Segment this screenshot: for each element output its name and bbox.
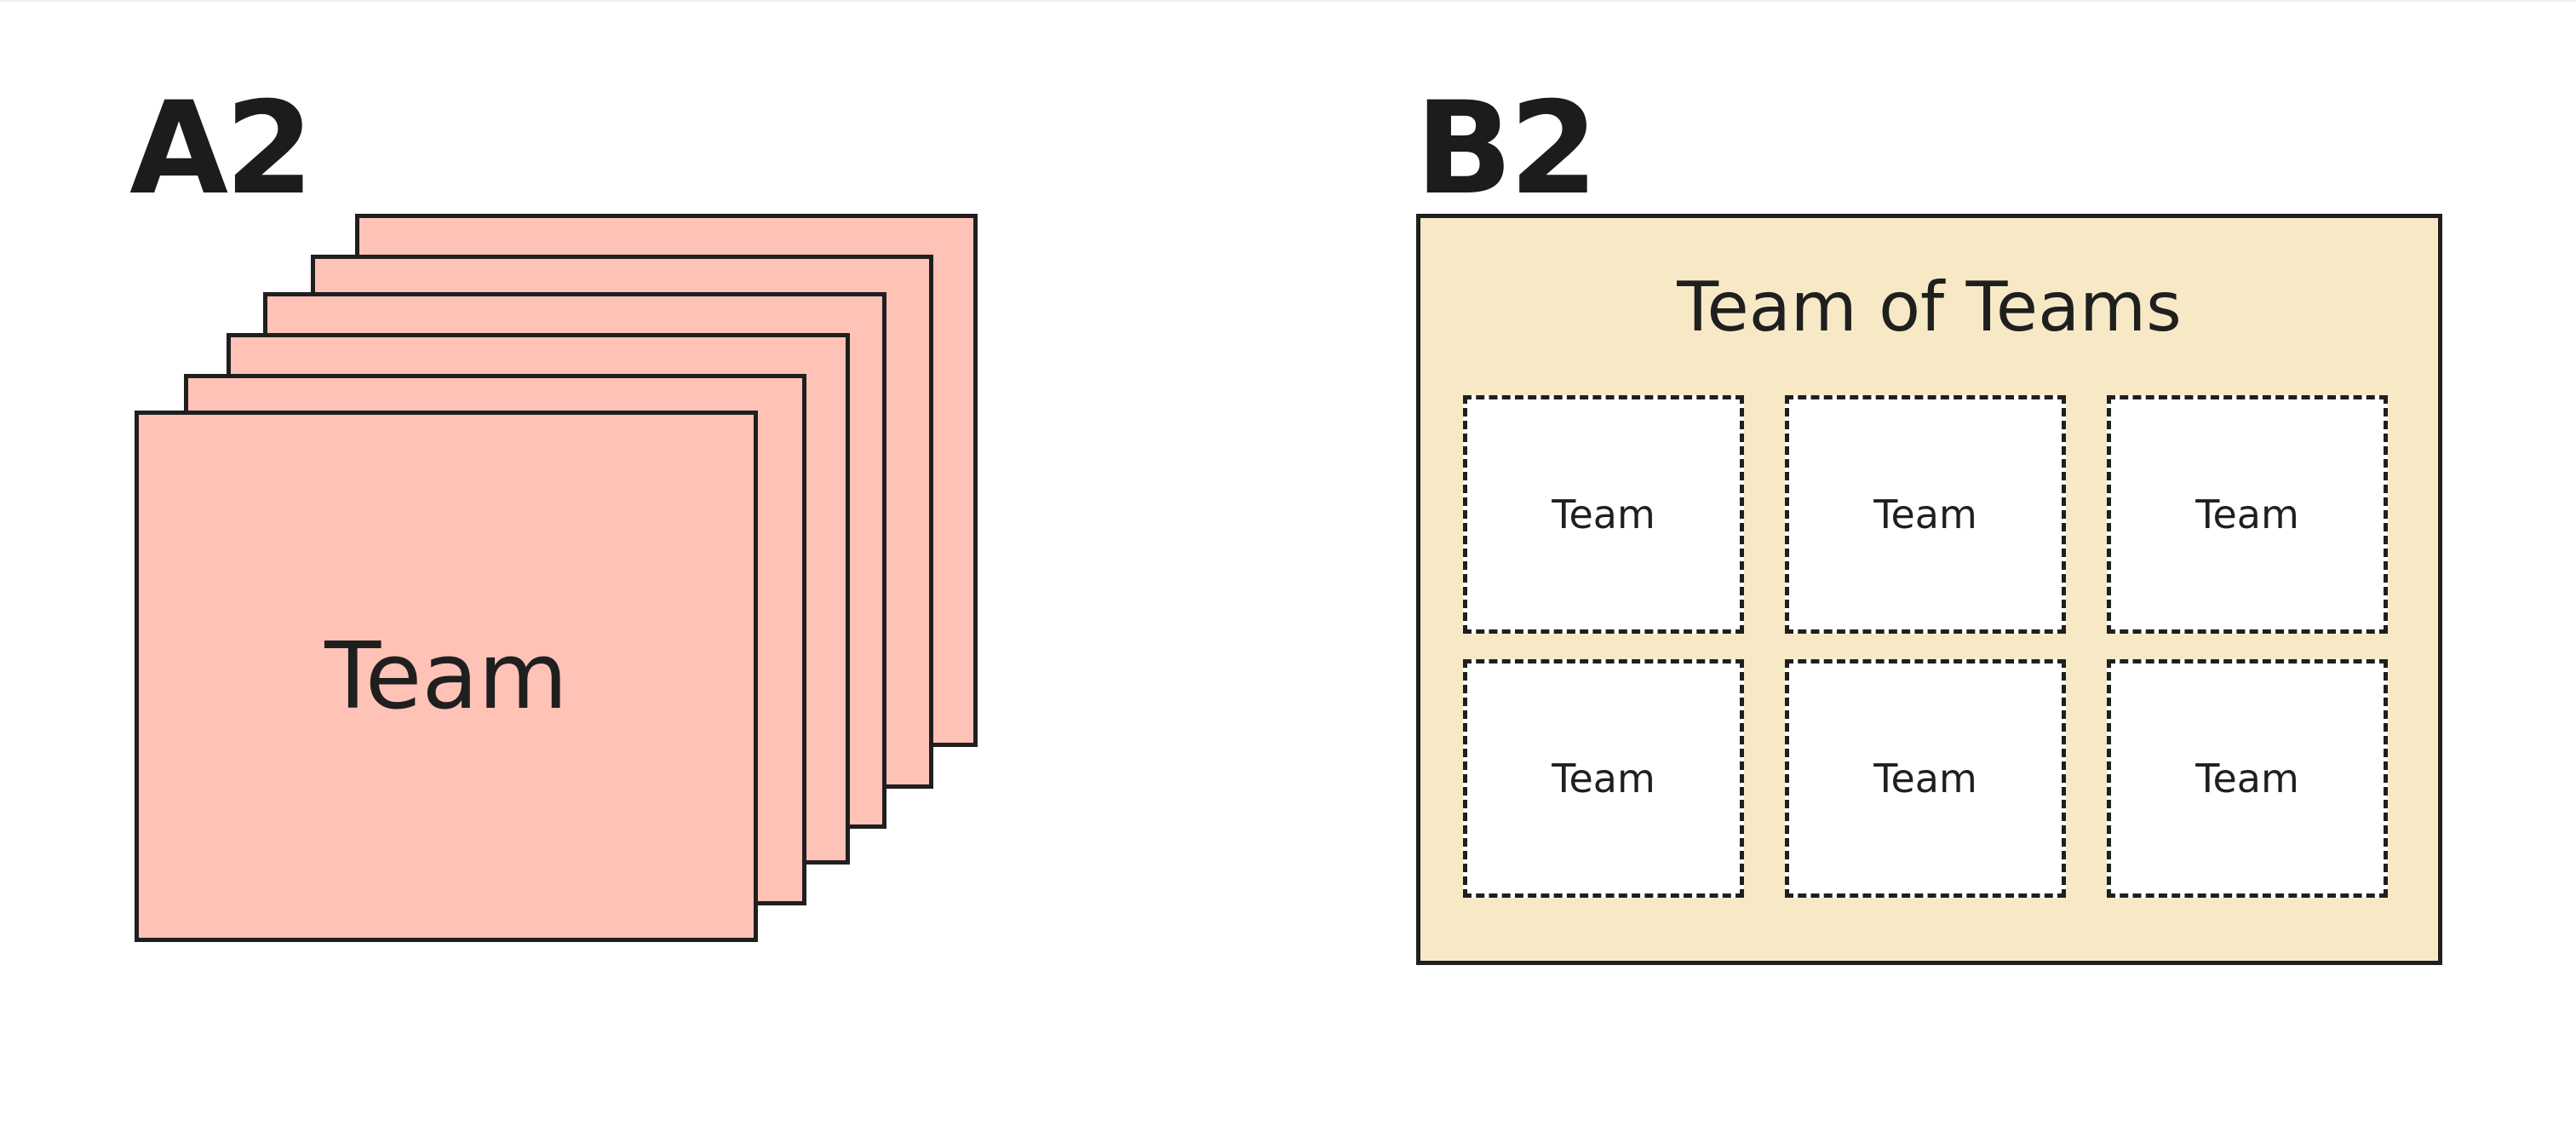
- team-cell-label: Team: [2195, 491, 2299, 537]
- team-cell-label: Team: [2195, 755, 2299, 801]
- front-team-label: Team: [324, 623, 568, 730]
- team-cell: Team: [2107, 395, 2388, 634]
- team-cell: Team: [1463, 395, 1744, 634]
- team-cell: Team: [1785, 659, 2066, 898]
- top-border: [0, 0, 2576, 2]
- front-team-card: Team: [135, 411, 758, 942]
- team-cell-label: Team: [1873, 491, 1977, 537]
- panel-b-label: B2: [1415, 75, 1598, 223]
- team-cell-label: Team: [1552, 491, 1655, 537]
- team-cell: Team: [1463, 659, 1744, 898]
- team-cell: Team: [2107, 659, 2388, 898]
- panel-a-label: A2: [129, 75, 313, 223]
- team-cell-label: Team: [1873, 755, 1977, 801]
- team-cell: Team: [1785, 395, 2066, 634]
- team-of-teams-title: Team of Teams: [1677, 267, 2182, 347]
- team-cell-label: Team: [1552, 755, 1655, 801]
